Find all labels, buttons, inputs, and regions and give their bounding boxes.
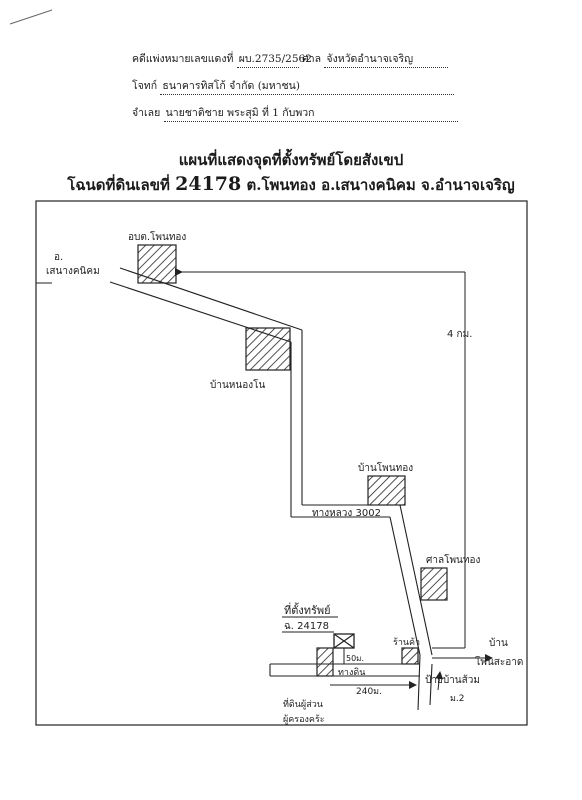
label-ban-right-1: บ้าน: [489, 637, 508, 649]
label-land-owner-2: ผู้ครองคร้ะ: [283, 714, 325, 725]
label-ban-right-2: โพนสะอาด: [475, 655, 523, 668]
map-subtitle: โฉนดที่ดินเลขที่ 24178 ต.โพนทอง อ.เสนางค…: [0, 173, 582, 197]
building-ban-nong-no: [245, 327, 291, 371]
sign-pointer: [435, 671, 444, 691]
label-50m: 50ม.: [346, 654, 364, 663]
case-number-line: คดีแพ่งหมายเลขแดงที่ ผบ.2735/2562 ศาล จั…: [132, 50, 449, 68]
label-deed-number: ฉ. 24178: [284, 621, 329, 632]
road-tail-b: [429, 663, 433, 706]
title-deed-prefix: โฉนดที่ดินเลขที่: [67, 176, 170, 194]
label-district-1: อ.: [54, 252, 63, 263]
plaintiff-label: โจทก์: [132, 80, 158, 92]
label-property: ที่ตั้งทรัพย์: [284, 602, 331, 617]
label-distance-4km: 4 กม.: [447, 329, 472, 340]
pen-mark: [9, 9, 53, 25]
court-name: จังหวัดอำนาจเจริญ: [324, 50, 449, 68]
title-deed-number: 24178: [175, 173, 242, 195]
defendant-name: นายชาติชาย พระสุมิ ที่ 1 กับพวก: [163, 104, 458, 122]
map-title: แผนที่แสดงจุดที่ตั้งทรัพย์โดยสังเขป: [0, 148, 582, 172]
label-sign-1: ป้ายบ้านส้วม: [425, 674, 480, 686]
building-neighbor-land: [316, 647, 334, 677]
court-label: ศาล: [302, 53, 322, 65]
building-ban-phon-thong: [367, 475, 406, 506]
label-sala-phon-thong: ศาลโพนทอง: [426, 553, 480, 566]
label-road-3002: ทางหลวง 3002: [312, 508, 381, 519]
label-240m: 240ม.: [356, 687, 382, 697]
label-sao-phon-thong: อบต.โพนทอง: [128, 230, 186, 243]
road-edge-left-diag: [389, 516, 421, 656]
label-land-owner-1: ที่ดินผู้ส่วน: [283, 697, 323, 710]
building-sala-phon-thong: [420, 567, 448, 601]
label-shop: ร้านค้า: [393, 637, 420, 648]
label-ban-nong-no: บ้านหนองโน: [210, 378, 265, 391]
building-sao-phon-thong: [137, 244, 177, 284]
label-sign-2: ม.2: [450, 694, 465, 704]
case-number: ผบ.2735/2562: [236, 50, 312, 68]
title-deed-location: ต.โพนทอง อ.เสนางคนิคม จ.อำนาจเจริญ: [246, 176, 515, 194]
building-shop: [401, 647, 419, 665]
label-ban-phon-thong: บ้านโพนทอง: [358, 461, 413, 474]
title-line-1: แผนที่แสดงจุดที่ตั้งทรัพย์โดยสังเขป: [178, 151, 404, 169]
road-edge-right-diag: [399, 504, 433, 656]
plaintiff-line: โจทก์ ธนาคารทิสโก้ จำกัด (มหาชน): [132, 77, 455, 95]
case-label: คดีแพ่งหมายเลขแดงที่: [132, 53, 234, 65]
defendant-label: จำเลย: [132, 107, 161, 119]
label-dirt-road: ทางดิน: [338, 667, 365, 678]
plaintiff-name: ธนาคารทิสโก้ จำกัด (มหาชน): [160, 77, 455, 95]
label-district-2: เสนางคนิคม: [46, 266, 100, 277]
property-marker: [333, 633, 355, 649]
defendant-line: จำเลย นายชาติชาย พระสุมิ ที่ 1 กับพวก: [132, 104, 458, 122]
map-frame: [35, 200, 528, 726]
